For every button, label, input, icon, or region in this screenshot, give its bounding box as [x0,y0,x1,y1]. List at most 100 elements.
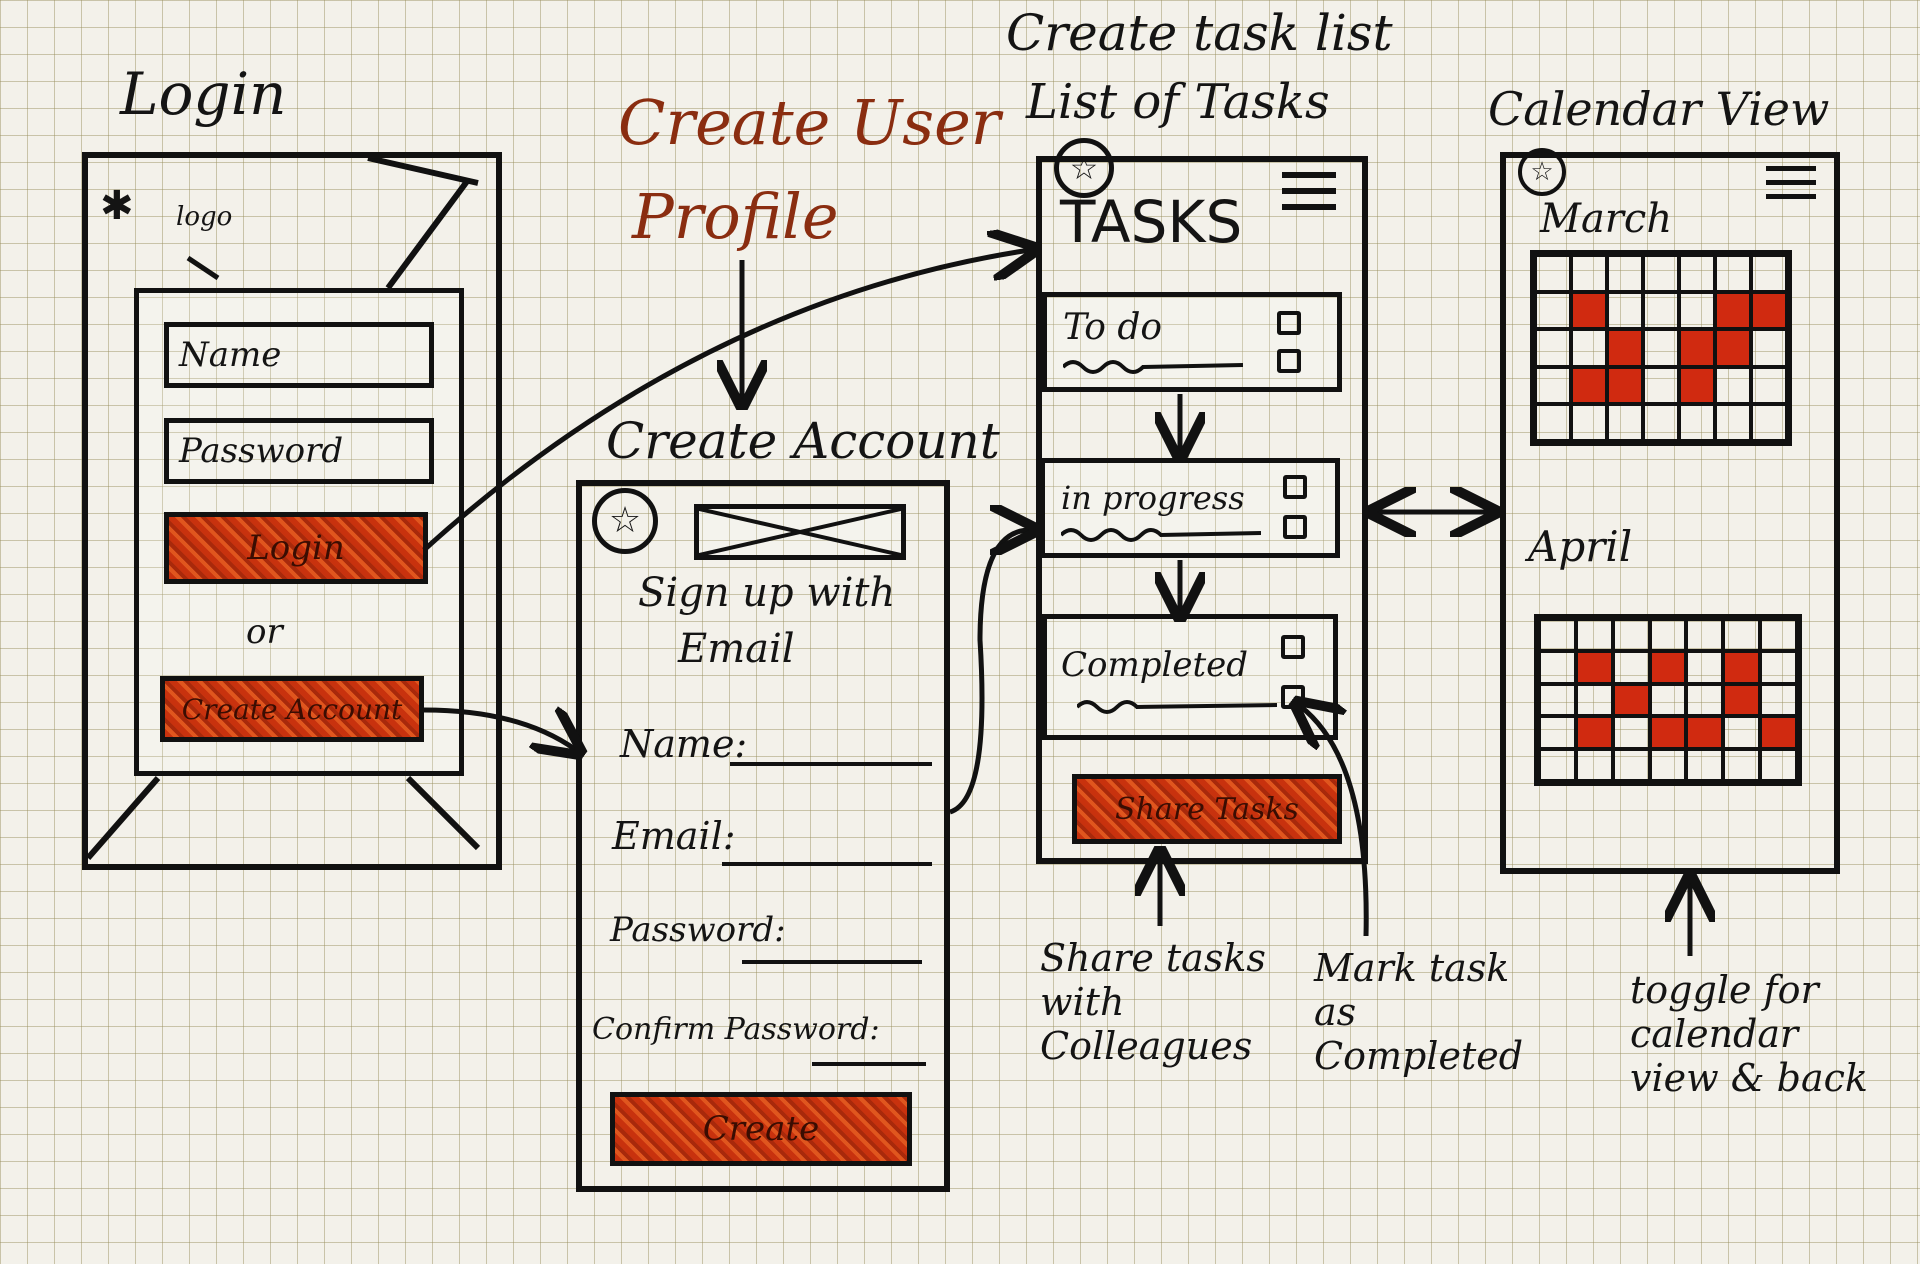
calendar-day-cell[interactable] [1760,748,1797,781]
tasks-header: TASKS [1060,188,1243,256]
name-field[interactable]: Name [164,322,434,388]
create-button[interactable]: Create [610,1092,912,1166]
calendar-day-cell[interactable] [1612,683,1650,717]
checkbox-icon[interactable] [1283,475,1307,499]
create-profile-title-line1: Create User [618,86,1001,159]
calendar-day-cell[interactable] [1607,255,1643,293]
calendar-day-cell[interactable] [1575,683,1613,717]
login-button[interactable]: Login [164,512,428,584]
calendar-day-cell[interactable] [1539,683,1576,717]
calendar-day-cell[interactable] [1723,748,1761,781]
password-input-line[interactable] [742,960,922,964]
name-input-line[interactable] [730,762,932,766]
calendar-day-cell[interactable] [1723,716,1761,749]
calendar-day-cell[interactable] [1612,748,1650,781]
calendar-day-cell[interactable] [1686,619,1724,652]
hamburger-menu-icon[interactable] [1766,164,1816,204]
placeholder-x-lines [699,509,901,555]
calendar-day-cell[interactable] [1612,651,1650,684]
calendar-day-cell[interactable] [1539,651,1576,684]
hamburger-menu-icon[interactable] [1282,168,1336,218]
calendar-day-cell[interactable] [1612,716,1650,749]
calendar-day-cell[interactable] [1679,366,1715,404]
calendar-day-cell[interactable] [1571,403,1607,441]
star-logo-icon: ☆ [1054,138,1114,198]
calendar-day-cell[interactable] [1571,329,1607,367]
calendar-day-cell[interactable] [1760,619,1797,652]
calendar-day-cell[interactable] [1649,619,1687,652]
calendar-day-cell[interactable] [1751,292,1787,330]
calendar-title: Calendar View [1488,82,1830,136]
calendar-day-cell[interactable] [1760,651,1797,684]
calendar-day-cell[interactable] [1643,329,1679,367]
calendar-day-cell[interactable] [1575,619,1613,652]
calendar-day-cell[interactable] [1686,683,1724,717]
completed-card[interactable]: Completed [1042,614,1338,740]
calendar-day-cell[interactable] [1607,366,1643,404]
checkbox-icon[interactable] [1283,515,1307,539]
calendar-day-cell[interactable] [1575,651,1613,684]
calendar-day-cell[interactable] [1612,619,1650,652]
calendar-day-cell[interactable] [1679,403,1715,441]
april-calendar-grid[interactable] [1534,614,1802,786]
calendar-day-cell[interactable] [1686,716,1724,749]
calendar-day-cell[interactable] [1649,683,1687,717]
calendar-day-cell[interactable] [1649,716,1687,749]
calendar-day-cell[interactable] [1535,292,1571,330]
calendar-day-cell[interactable] [1723,651,1761,684]
calendar-day-cell[interactable] [1679,255,1715,293]
calendar-day-cell[interactable] [1686,748,1724,781]
calendar-day-cell[interactable] [1715,403,1751,441]
checkbox-icon[interactable] [1277,311,1301,335]
calendar-day-cell[interactable] [1607,403,1643,441]
calendar-day-cell[interactable] [1751,255,1787,293]
calendar-day-cell[interactable] [1535,255,1571,293]
calendar-day-cell[interactable] [1535,329,1571,367]
calendar-day-cell[interactable] [1535,366,1571,404]
calendar-day-cell[interactable] [1723,683,1761,717]
calendar-day-cell[interactable] [1715,255,1751,293]
calendar-day-cell[interactable] [1571,292,1607,330]
calendar-day-cell[interactable] [1723,619,1761,652]
calendar-day-cell[interactable] [1539,748,1576,781]
calendar-day-cell[interactable] [1679,329,1715,367]
calendar-day-cell[interactable] [1575,716,1613,749]
calendar-day-cell[interactable] [1715,292,1751,330]
email-label: Email: [612,814,736,858]
checkbox-icon[interactable] [1277,349,1301,373]
calendar-day-cell[interactable] [1607,329,1643,367]
login-title: Login [120,60,287,128]
calendar-day-cell[interactable] [1649,651,1687,684]
calendar-day-cell[interactable] [1679,292,1715,330]
create-account-screen [576,480,950,1192]
calendar-day-cell[interactable] [1649,748,1687,781]
password-field[interactable]: Password [164,418,434,484]
calendar-day-cell[interactable] [1751,403,1787,441]
calendar-day-cell[interactable] [1539,716,1576,749]
confirm-password-input-line[interactable] [812,1062,926,1066]
calendar-day-cell[interactable] [1607,292,1643,330]
calendar-day-cell[interactable] [1539,619,1576,652]
create-account-button[interactable]: Create Account [160,676,424,742]
calendar-day-cell[interactable] [1686,651,1724,684]
calendar-day-cell[interactable] [1643,366,1679,404]
calendar-day-cell[interactable] [1715,329,1751,367]
calendar-day-cell[interactable] [1643,255,1679,293]
calendar-day-cell[interactable] [1760,683,1797,717]
calendar-day-cell[interactable] [1760,716,1797,749]
calendar-day-cell[interactable] [1571,366,1607,404]
email-input-line[interactable] [722,862,932,866]
arrow-mark-annotation [1300,706,1369,937]
calendar-day-cell[interactable] [1571,255,1607,293]
calendar-day-cell[interactable] [1643,403,1679,441]
calendar-day-cell[interactable] [1643,292,1679,330]
march-calendar-grid[interactable] [1530,250,1792,446]
calendar-day-cell[interactable] [1751,329,1787,367]
calendar-day-cell[interactable] [1535,403,1571,441]
todo-card[interactable]: To do [1042,292,1342,392]
share-tasks-button[interactable]: Share Tasks [1072,774,1342,844]
checkbox-icon[interactable] [1281,635,1305,659]
calendar-day-cell[interactable] [1715,366,1751,404]
calendar-day-cell[interactable] [1751,366,1787,404]
calendar-day-cell[interactable] [1575,748,1613,781]
